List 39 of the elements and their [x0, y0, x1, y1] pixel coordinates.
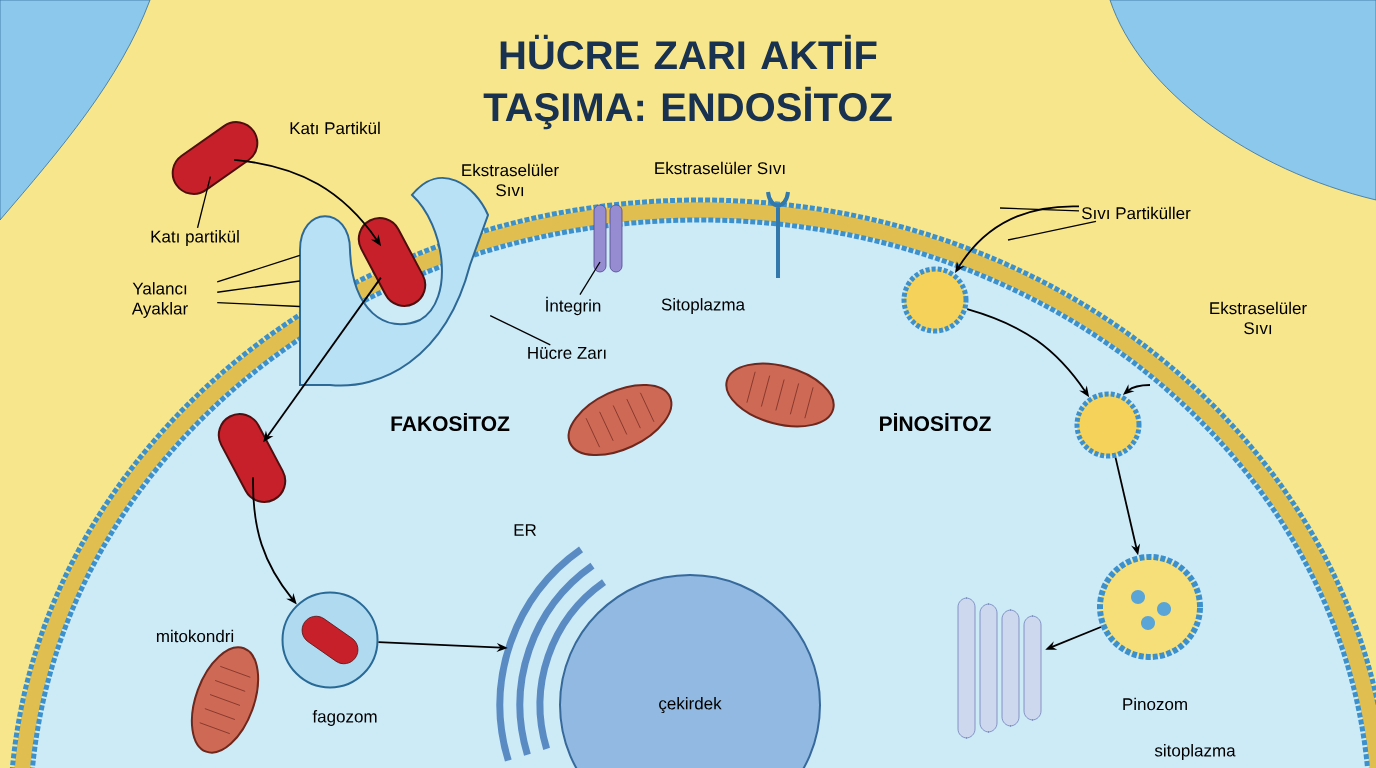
mitochondrion	[190, 646, 260, 754]
mitochondrion	[567, 384, 673, 456]
label-text: Sıvı Partiküller	[1082, 206, 1191, 220]
label-text: Katı Partikül	[290, 121, 380, 135]
leader-line	[999, 207, 1080, 212]
leader-line	[196, 176, 211, 229]
label-text: fagozom	[312, 710, 377, 726]
label-text: mitokondri	[156, 629, 234, 643]
leader-line	[216, 254, 301, 283]
leader-line	[216, 280, 301, 293]
process-label: PİNOSİTOZ	[880, 412, 991, 432]
leader-line	[489, 315, 551, 346]
label-text: Yalancı Ayaklar	[131, 282, 188, 318]
label-text: Ekstraselüler Sıvı	[462, 163, 559, 197]
label-text: Ekstraselüler Sıvı	[1210, 301, 1307, 335]
leader-line	[1007, 220, 1097, 241]
particle	[171, 121, 259, 195]
membrane-pocket	[1074, 391, 1142, 459]
label-text: Katı partikül	[151, 230, 239, 246]
golgi-drawing	[957, 597, 1042, 739]
process-label: FAKOSİTOZ	[391, 412, 510, 432]
membrane-pocket	[901, 266, 969, 334]
title: HÜCRE ZARI AKTİF TAŞIMA: ENDOSİTOZ	[483, 34, 892, 130]
label-text: İntegrin	[546, 296, 601, 316]
label-text: ER	[514, 524, 537, 536]
particle	[217, 413, 287, 503]
particle	[357, 217, 427, 307]
label-text: Sitoplazma	[661, 298, 746, 314]
pseudopod-drawing	[299, 176, 489, 387]
mitochondrion	[725, 362, 835, 428]
nucleus: çekirdek	[559, 574, 821, 768]
er-drawing	[496, 546, 607, 762]
leader-line	[216, 302, 301, 308]
phagosome	[281, 591, 379, 689]
label-text: Pinozom	[1123, 697, 1187, 711]
label-text: Hücre Zarı	[528, 347, 606, 359]
pinosome	[1097, 554, 1203, 660]
label-text: sitoplazma	[1154, 744, 1236, 760]
label-text: Ekstraselüler Sıvı	[655, 161, 785, 175]
